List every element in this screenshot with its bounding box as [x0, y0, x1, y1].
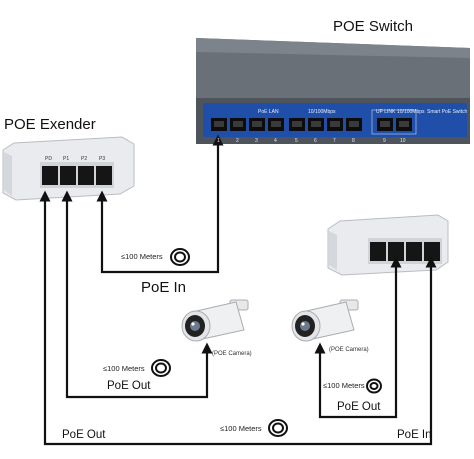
extender-left-port-label: P2 — [81, 156, 88, 162]
switch-port-number: 6 — [314, 138, 317, 144]
poe-out-label-right: PoE Out — [337, 401, 381, 413]
switch-section-speed: 10/100Mbps — [308, 109, 336, 115]
poe-out-label-bottom: PoE Out — [62, 429, 106, 441]
link-extender-left-to-camera-left — [61, 190, 213, 399]
switch-port-number: 3 — [255, 138, 258, 144]
switch-port-number: 9 — [383, 138, 386, 144]
poe-out-label-left: PoE Out — [107, 380, 151, 392]
poe-extender-left — [2, 136, 135, 201]
extender-left-port-label: PD — [45, 156, 52, 162]
distance-label-left: ≤100 Meters — [103, 364, 145, 373]
switch-section-uplink: UP LINK — [376, 109, 396, 115]
switch-port-number: 8 — [352, 138, 355, 144]
switch-section-uplink-speed: 10/100Mbps — [397, 109, 425, 115]
poe-in-label-bottom: PoE In — [397, 429, 432, 441]
extender-left-port-label: P1 — [63, 156, 70, 162]
distance-label-top: ≤100 Meters — [121, 252, 163, 261]
extender-left-port-label: P3 — [99, 156, 106, 162]
poe-switch — [196, 38, 470, 144]
switch-port-number: 5 — [295, 138, 298, 144]
cable-coil-bottom — [268, 419, 288, 437]
cable-coil-left — [151, 359, 171, 377]
poe-switch-label: POE Switch — [333, 18, 414, 35]
poe-camera-right — [291, 299, 359, 342]
switch-port-number: 4 — [274, 138, 277, 144]
link-extender-left-to-extender-right — [39, 190, 437, 446]
poe-extender-label: POE Exender — [4, 116, 96, 133]
switch-port-number: 10 — [400, 138, 406, 144]
poe-in-label-top: PoE In — [141, 279, 187, 296]
camera-caption-left: (POE Camera) — [212, 351, 252, 357]
switch-section-poe: PoE LAN — [258, 109, 279, 115]
cable-coil-right — [366, 378, 382, 394]
poe-camera-left — [181, 299, 249, 342]
link-extender-right-to-camera-right — [314, 256, 402, 419]
switch-brand-text: Smart PoE Switch — [427, 109, 468, 115]
distance-label-right: ≤100 Meters — [323, 381, 365, 390]
camera-caption-right: (POE Camera) — [329, 347, 369, 353]
switch-port-number: 7 — [333, 138, 336, 144]
switch-port-number: 1 — [217, 138, 220, 144]
switch-port-number: 2 — [236, 138, 239, 144]
cable-coil-top — [170, 248, 190, 266]
distance-label-bottom: ≤100 Meters — [220, 424, 262, 433]
